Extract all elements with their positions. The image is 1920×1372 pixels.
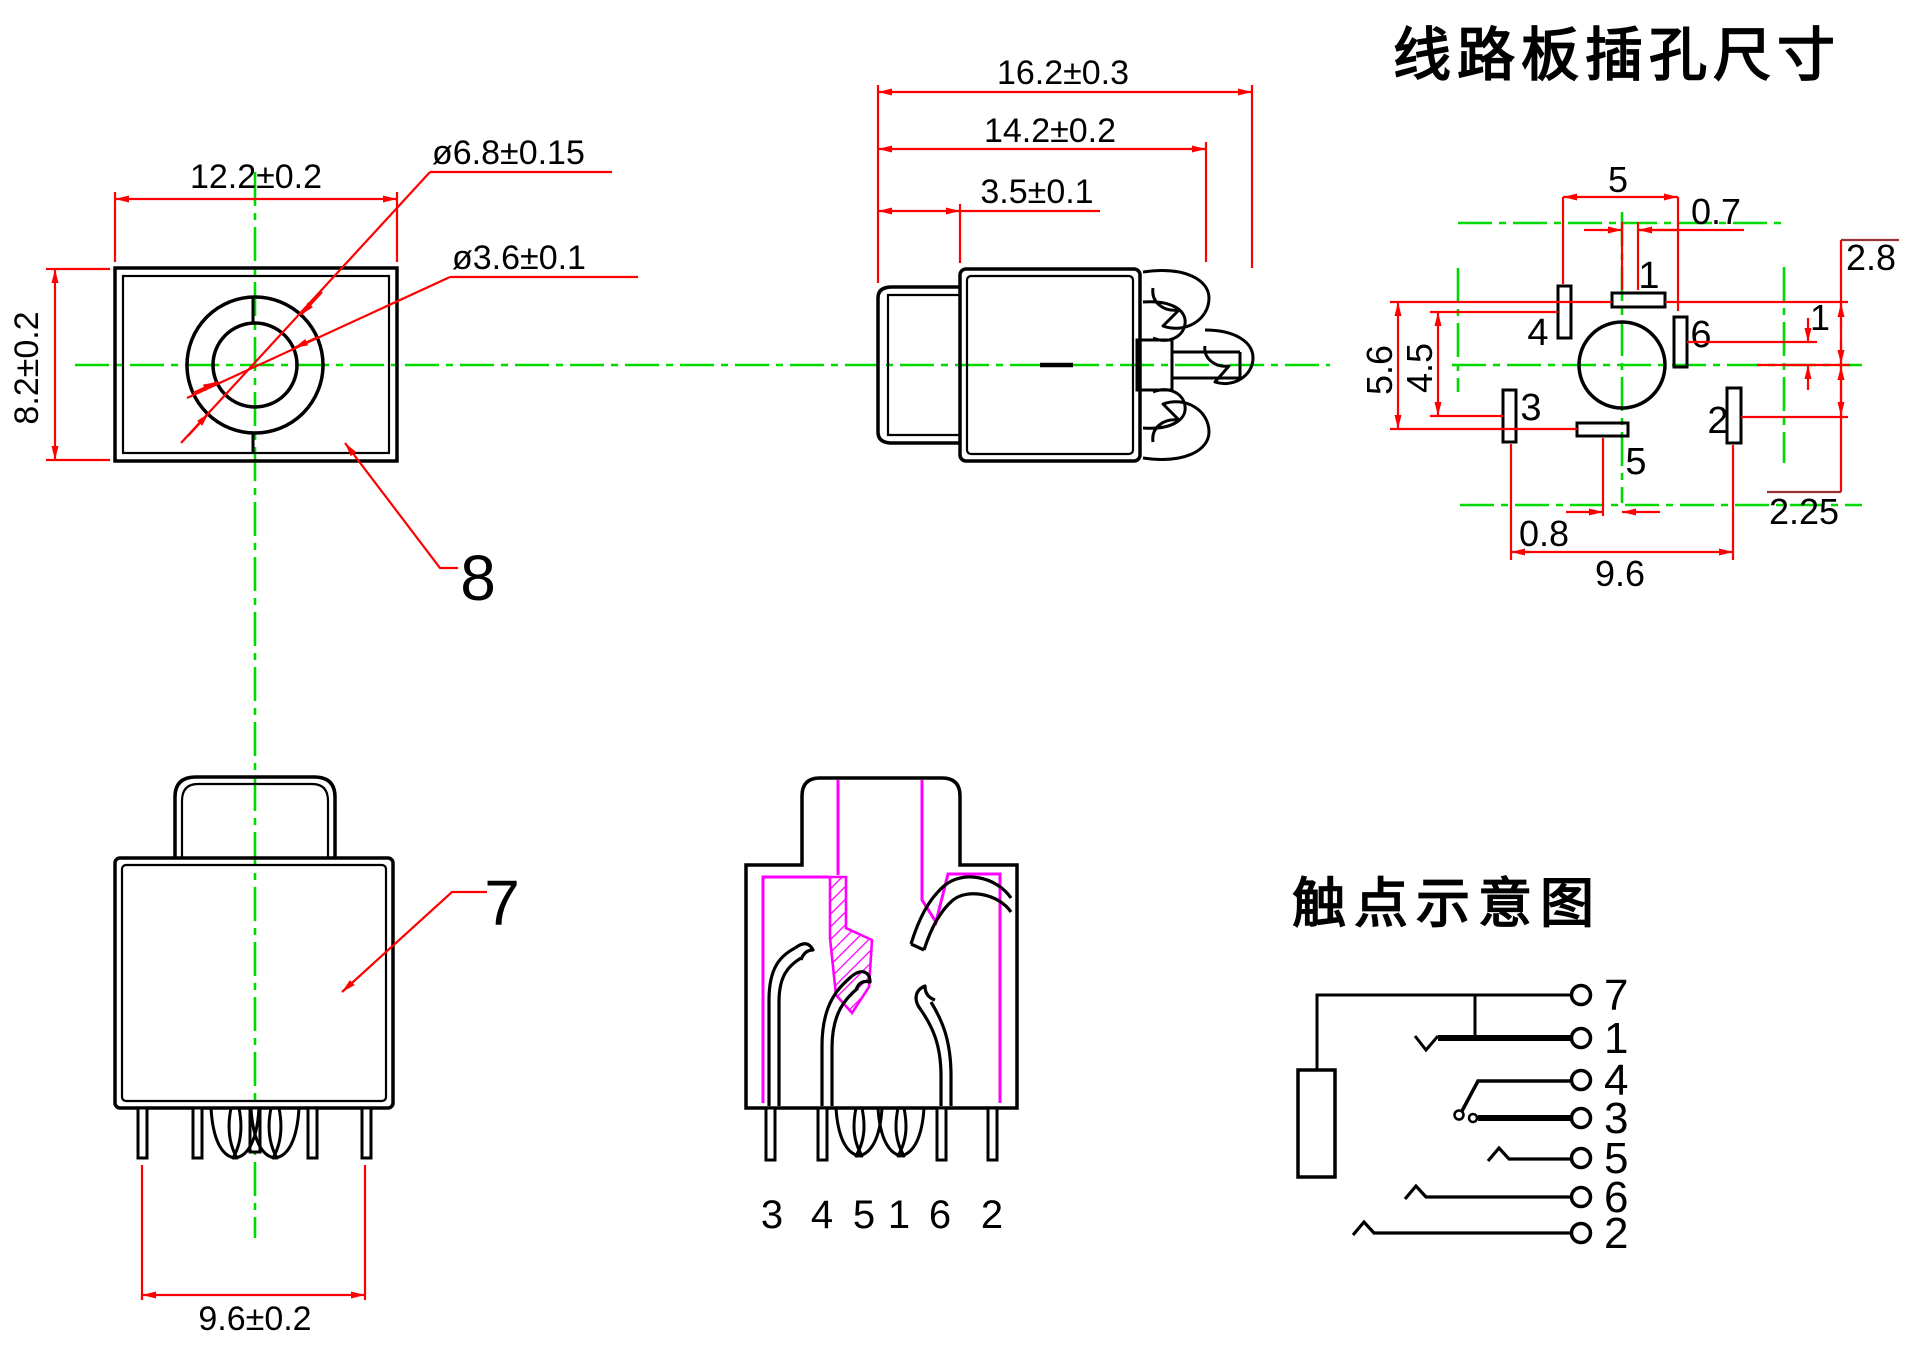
pad-label-6: 6: [1690, 314, 1711, 356]
dim-top-width: 12.2±0.2: [190, 158, 322, 196]
dim-barrel-length: 3.5±0.1: [980, 173, 1093, 211]
section-pin-3: 3: [761, 1193, 783, 1237]
terminal-5: 5: [1604, 1134, 1628, 1183]
pad-label-1: 1: [1638, 255, 1659, 297]
contact-schematic: 7 1 4 3 5 6 2: [1296, 971, 1628, 1258]
dim-pad6-to-center: 1: [1810, 297, 1830, 338]
side-view-body: [958, 267, 1142, 463]
section-outline: [744, 776, 1019, 1110]
pcb-hole-title: 线路板插孔尺寸: [1393, 23, 1841, 88]
dim-pad1-offset: 0.7: [1691, 191, 1741, 232]
part-label-8: 8: [460, 542, 496, 614]
terminal-3: 3: [1604, 1094, 1628, 1143]
switch-contact-dot: [1467, 1112, 1479, 1124]
pad-6: [1672, 315, 1689, 369]
section-pin-6: 6: [929, 1193, 951, 1237]
pcb-center-hole: [1577, 320, 1667, 410]
pad-label-2: 2: [1707, 400, 1728, 442]
dim-top-to-center: 2.8: [1846, 237, 1896, 278]
terminal-4: 4: [1604, 1056, 1628, 1105]
section-insulator-hatched: [828, 875, 874, 1016]
pad-label-3: 3: [1520, 387, 1541, 429]
front-view-barrel: [173, 775, 337, 858]
dim-inner-diameter: ø3.6±0.1: [452, 239, 586, 277]
dim-pin-span: 9.6±0.2: [198, 1300, 311, 1338]
top-view-body-outline: [113, 266, 399, 463]
pad-label-4: 4: [1527, 312, 1548, 354]
pad-4: [1556, 284, 1573, 340]
dim-pad5-offset: 0.8: [1519, 513, 1569, 554]
section-pin-5: 5: [853, 1193, 875, 1237]
dim-body-length: 14.2±0.2: [984, 112, 1116, 150]
terminal-numbers: 7 1 4 3 5 6 2: [1604, 971, 1628, 1258]
side-view-barrel: [876, 285, 960, 445]
terminal-2: 2: [1604, 1209, 1628, 1258]
pad-1: [1610, 291, 1667, 309]
terminal-7: 7: [1604, 971, 1628, 1020]
jack-outer-circle: [185, 295, 325, 435]
front-view-pins: [136, 1106, 373, 1160]
contact-diagram-title: 触点示意图: [1292, 874, 1602, 934]
terminal-6: 6: [1604, 1173, 1628, 1222]
terminal-circles: [1569, 983, 1593, 1245]
pad-2: [1725, 386, 1743, 445]
part-label-7: 7: [484, 867, 520, 939]
schematic-jack-body: [1296, 1068, 1337, 1179]
pad-5: [1575, 421, 1630, 438]
dim-outer-diameter: ø6.8±0.15: [432, 134, 585, 172]
terminal-1: 1: [1604, 1014, 1628, 1063]
jack-inner-circle: [211, 321, 299, 409]
dim-col-outer: 5.6: [1359, 345, 1400, 395]
pad-label-5: 5: [1625, 441, 1646, 483]
dim-col-inner: 4.5: [1399, 343, 1440, 393]
front-view: 7 9.6±0.2: [113, 775, 520, 1338]
section-pins: [764, 1106, 999, 1162]
side-view: 16.2±0.3 14.2±0.2 3.5±0.1: [876, 54, 1255, 463]
section-view: 3 4 5 1 6 2: [744, 776, 1019, 1237]
section-pin-4: 4: [811, 1193, 833, 1237]
section-pin-1: 1: [888, 1193, 910, 1237]
top-view: 12.2±0.2 8.2±0.2 ø6.8±0.15 ø3.6±0.1 8: [8, 134, 638, 614]
dim-pad-cols: 5: [1608, 159, 1628, 200]
section-pin-2: 2: [981, 1193, 1003, 1237]
schematic-wires: [1315, 993, 1571, 1237]
side-view-pcb-claws: [1142, 269, 1255, 461]
switch-pivot-dot: [1453, 1109, 1465, 1121]
dim-top-height: 8.2±0.2: [8, 311, 46, 424]
pad-3: [1501, 388, 1518, 444]
section-spring-contacts: [767, 875, 1013, 1106]
dim-total-length: 16.2±0.3: [997, 54, 1129, 92]
dim-center-to-pad2: 2.25: [1769, 491, 1839, 532]
pcb-hole-view: 1 2 3 4 5 6 5 0.7 5.6 4.5 1: [1359, 159, 1899, 594]
dim-col-span: 9.6: [1595, 553, 1645, 594]
top-view-body-inner: [121, 274, 391, 455]
section-housing-lining: [761, 780, 1002, 1103]
section-pin-numbers: 3 4 5 1 6 2: [761, 1193, 1003, 1237]
